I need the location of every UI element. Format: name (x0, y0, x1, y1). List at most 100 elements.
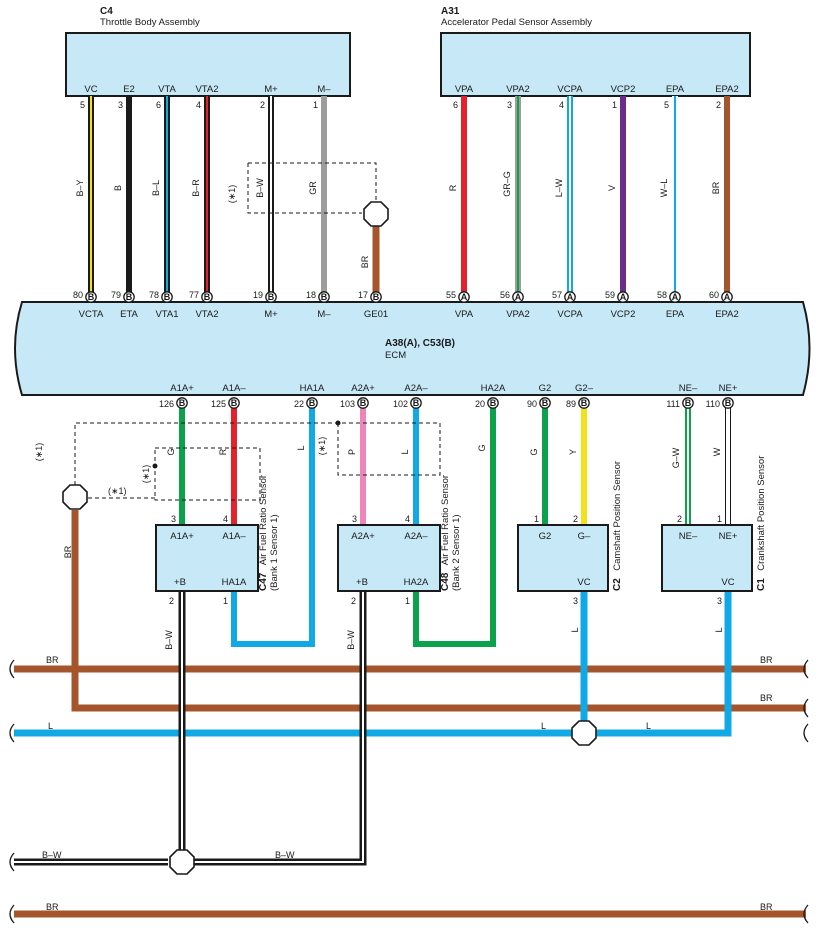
esig-epa: EPA (666, 309, 685, 320)
ssig-a2ap: A2A+ (351, 531, 375, 542)
epin-vta2: 77 (189, 290, 199, 300)
tsig-vcpa: VCPA (557, 84, 583, 95)
throttle-body-box (65, 32, 351, 97)
ecm-bpin-nem-letter: B (685, 398, 692, 408)
spin-a2am: 4 (405, 514, 410, 524)
ecm-bpin-a2am (410, 397, 422, 409)
ecm-pin-mm-letter: B (321, 292, 328, 302)
tpin-mp: 2 (260, 100, 265, 110)
wire-label-vcpa: L–W (554, 178, 564, 197)
besig-nem: NE– (679, 383, 698, 394)
esig-epa2: EPA2 (715, 309, 739, 320)
tsig-epa2: EPA2 (715, 84, 739, 95)
bepin-a1ap: 126 (159, 399, 174, 409)
bus-br2-label: BR (760, 693, 773, 703)
spin-ha1a: 1 (223, 596, 228, 606)
esig-vta2: VTA2 (195, 309, 218, 320)
epin-vcpa: 57 (552, 290, 562, 300)
epin-vc: 80 (73, 290, 83, 300)
af-sensor-bank2-box (337, 524, 441, 592)
wire-label-vc: B–Y (75, 179, 85, 196)
ecm-bpin-nep-letter: B (725, 398, 732, 408)
accelerator-pedal-box (440, 32, 751, 97)
tsig-vta2: VTA2 (195, 84, 218, 95)
esig-mp: M+ (264, 309, 278, 320)
ssig-g2m: G– (578, 531, 591, 542)
tpin-vcpa: 4 (559, 100, 564, 110)
ecm-bpin-a1ap-letter: B (179, 398, 186, 408)
ecm-pin-e2 (123, 291, 135, 303)
splice-bw (169, 849, 195, 875)
bwire-label-a2am: L (400, 449, 410, 454)
ecm-pin-epa2 (721, 291, 733, 303)
ecm-pin-vc-letter: B (88, 292, 95, 302)
besig-g2m: G2– (575, 383, 594, 394)
ecm-pin-vcpa-letter: A (567, 292, 574, 302)
spin-g2: 1 (534, 514, 539, 524)
ecm-pin-ge01 (370, 291, 382, 303)
shield-mark-junction: (∗1) (108, 486, 127, 496)
tsig-e2: E2 (123, 84, 135, 95)
besig-ha2a: HA2A (481, 383, 506, 394)
ecm-bpin-ha1a-letter: B (309, 398, 316, 408)
c48-b-label: +B (356, 577, 368, 588)
tsig-vpa: VPA (455, 84, 474, 95)
camshaft-sensor-box (517, 524, 609, 592)
wire-label-ge01: BR (360, 255, 370, 268)
shield-outer (74, 422, 441, 485)
tpin-epa2: 2 (716, 100, 721, 110)
tsig-vta: VTA (158, 84, 176, 95)
bus-l-label-left: L (48, 721, 53, 731)
c2-vc-pin: 3 (573, 596, 578, 606)
ecm-pin-vcp2-letter: A (620, 292, 627, 302)
wire-label-epa2: BR (711, 181, 721, 194)
ecm-bpin-g2-letter: B (542, 398, 549, 408)
tsig-mp: M+ (264, 84, 278, 95)
ecm-bpin-g2m-letter: B (581, 398, 588, 408)
c47-b-label: +B (174, 577, 186, 588)
esig-vpa2: VPA2 (506, 309, 530, 320)
shield-mark-throttle: (∗1) (227, 185, 237, 204)
a31-code: A31 (441, 6, 460, 17)
ecm-pin-vpa2 (512, 291, 524, 303)
ecm-bpin-a2ap-letter: B (360, 398, 367, 408)
ecm-pin-epa-letter: A (672, 292, 679, 302)
c47-b-wire-label: B–W (164, 630, 174, 650)
epin-mm: 18 (306, 290, 316, 300)
wire-label-vpa: R (448, 184, 458, 191)
c2-vc-label: VC (577, 577, 590, 588)
ecm-pin-vc (85, 291, 97, 303)
ecm-pin-vta-letter: B (164, 292, 171, 302)
epin-vta: 78 (149, 290, 159, 300)
c1-vc-pin: 3 (717, 596, 722, 606)
ecm-bpin-a1am (228, 397, 240, 409)
esig-vcp2: VCP2 (611, 309, 636, 320)
besig-ha1a: HA1A (300, 383, 325, 394)
ecm-bpin-ha2a-letter: B (490, 398, 497, 408)
spin-ha2a: 1 (405, 596, 410, 606)
tpin-vpa2: 3 (507, 100, 512, 110)
spin-nep: 1 (717, 514, 722, 524)
ecm-bpin-ha2a (487, 397, 499, 409)
c47-b-pin: 2 (169, 596, 174, 606)
ssig-a2am: A2A– (404, 531, 428, 542)
ecm-pin-e2-letter: B (126, 292, 133, 302)
bus-br2-right-bracket (803, 698, 809, 718)
c1-vc-wire-label: L (714, 627, 724, 632)
ssig-a1am: A1A– (222, 531, 246, 542)
shield-bank2 (337, 423, 400, 476)
ecm-bpin-nep (722, 397, 734, 409)
wire-c48-b (194, 591, 367, 866)
wire-label-mm: GR (308, 181, 318, 195)
ecm-pin-mp (265, 291, 277, 303)
tpin-vta: 6 (156, 100, 161, 110)
wire-label-vpa2: GR–G (502, 171, 512, 197)
tsig-epa: EPA (666, 84, 685, 95)
ssig-nem: NE– (679, 531, 698, 542)
ecm-box (14, 301, 811, 396)
ecm-bpin-a2am-letter: B (413, 398, 420, 408)
ecm-code: A38(A), C53(B) (385, 338, 455, 349)
shield-throttle (247, 162, 377, 214)
bepin-nem: 111 (666, 399, 680, 409)
